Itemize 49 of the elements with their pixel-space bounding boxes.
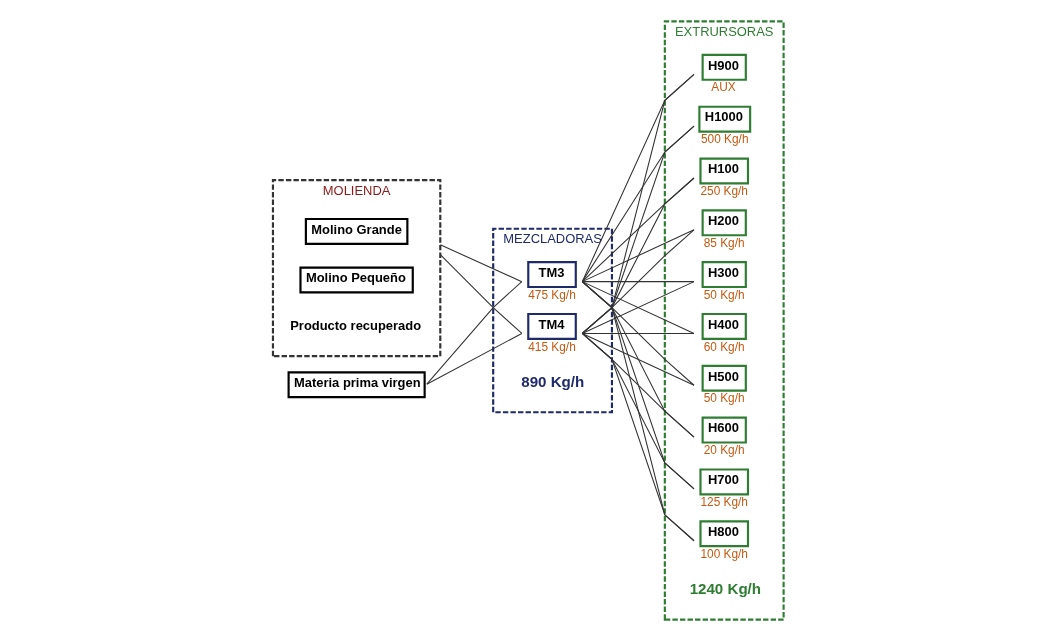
connector [581, 281, 695, 438]
node-box: TM3 [527, 261, 577, 289]
node-box: H700 [699, 468, 750, 496]
node-box: TM4 [527, 312, 577, 340]
node-box: Molino Pequeño [299, 266, 414, 294]
connector [581, 332, 695, 542]
node-label: 20 Kg/h [703, 443, 745, 458]
node-label: 50 Kg/h [703, 391, 745, 406]
node-label: 85 Kg/h [703, 235, 745, 250]
connector [581, 281, 695, 386]
node-label: 1240 Kg/h [689, 580, 762, 598]
node-label: 100 Kg/h [700, 546, 748, 561]
node-box: Materia prima virgen [287, 371, 426, 399]
node-label: 250 Kg/h [700, 184, 748, 199]
node-box: H300 [701, 261, 747, 289]
node-box: H200 [701, 209, 747, 237]
connector [581, 73, 695, 334]
connector [581, 229, 695, 334]
node-label: 60 Kg/h [703, 339, 745, 354]
connector [581, 125, 695, 334]
connector [581, 332, 695, 334]
connector [581, 281, 695, 542]
connector [426, 281, 523, 385]
connector [581, 281, 695, 283]
node-label: 500 Kg/h [701, 132, 749, 147]
node-box: H600 [701, 416, 747, 444]
node-box: Molino Grande [304, 217, 409, 245]
node-box: H800 [699, 520, 750, 548]
connector [426, 332, 523, 385]
connector [581, 229, 695, 283]
connector [581, 281, 695, 334]
node-label: AUX [711, 80, 736, 95]
node-box: H500 [701, 364, 747, 392]
node-box: H1000 [698, 105, 752, 133]
connector [439, 244, 523, 283]
node-box: H900 [701, 53, 747, 81]
node-label: 125 Kg/h [700, 494, 748, 509]
connector [581, 332, 695, 438]
connector [581, 332, 695, 490]
connector [439, 254, 523, 334]
connector [581, 332, 695, 386]
node-label: 890 Kg/h [521, 373, 585, 391]
node-box: H100 [699, 157, 750, 185]
node-box: H400 [701, 312, 747, 340]
connector [581, 281, 695, 490]
node-label: 50 Kg/h [703, 287, 745, 302]
node-label: 415 Kg/h [528, 339, 576, 354]
node-label: 475 Kg/h [528, 287, 576, 302]
connector [581, 177, 695, 334]
